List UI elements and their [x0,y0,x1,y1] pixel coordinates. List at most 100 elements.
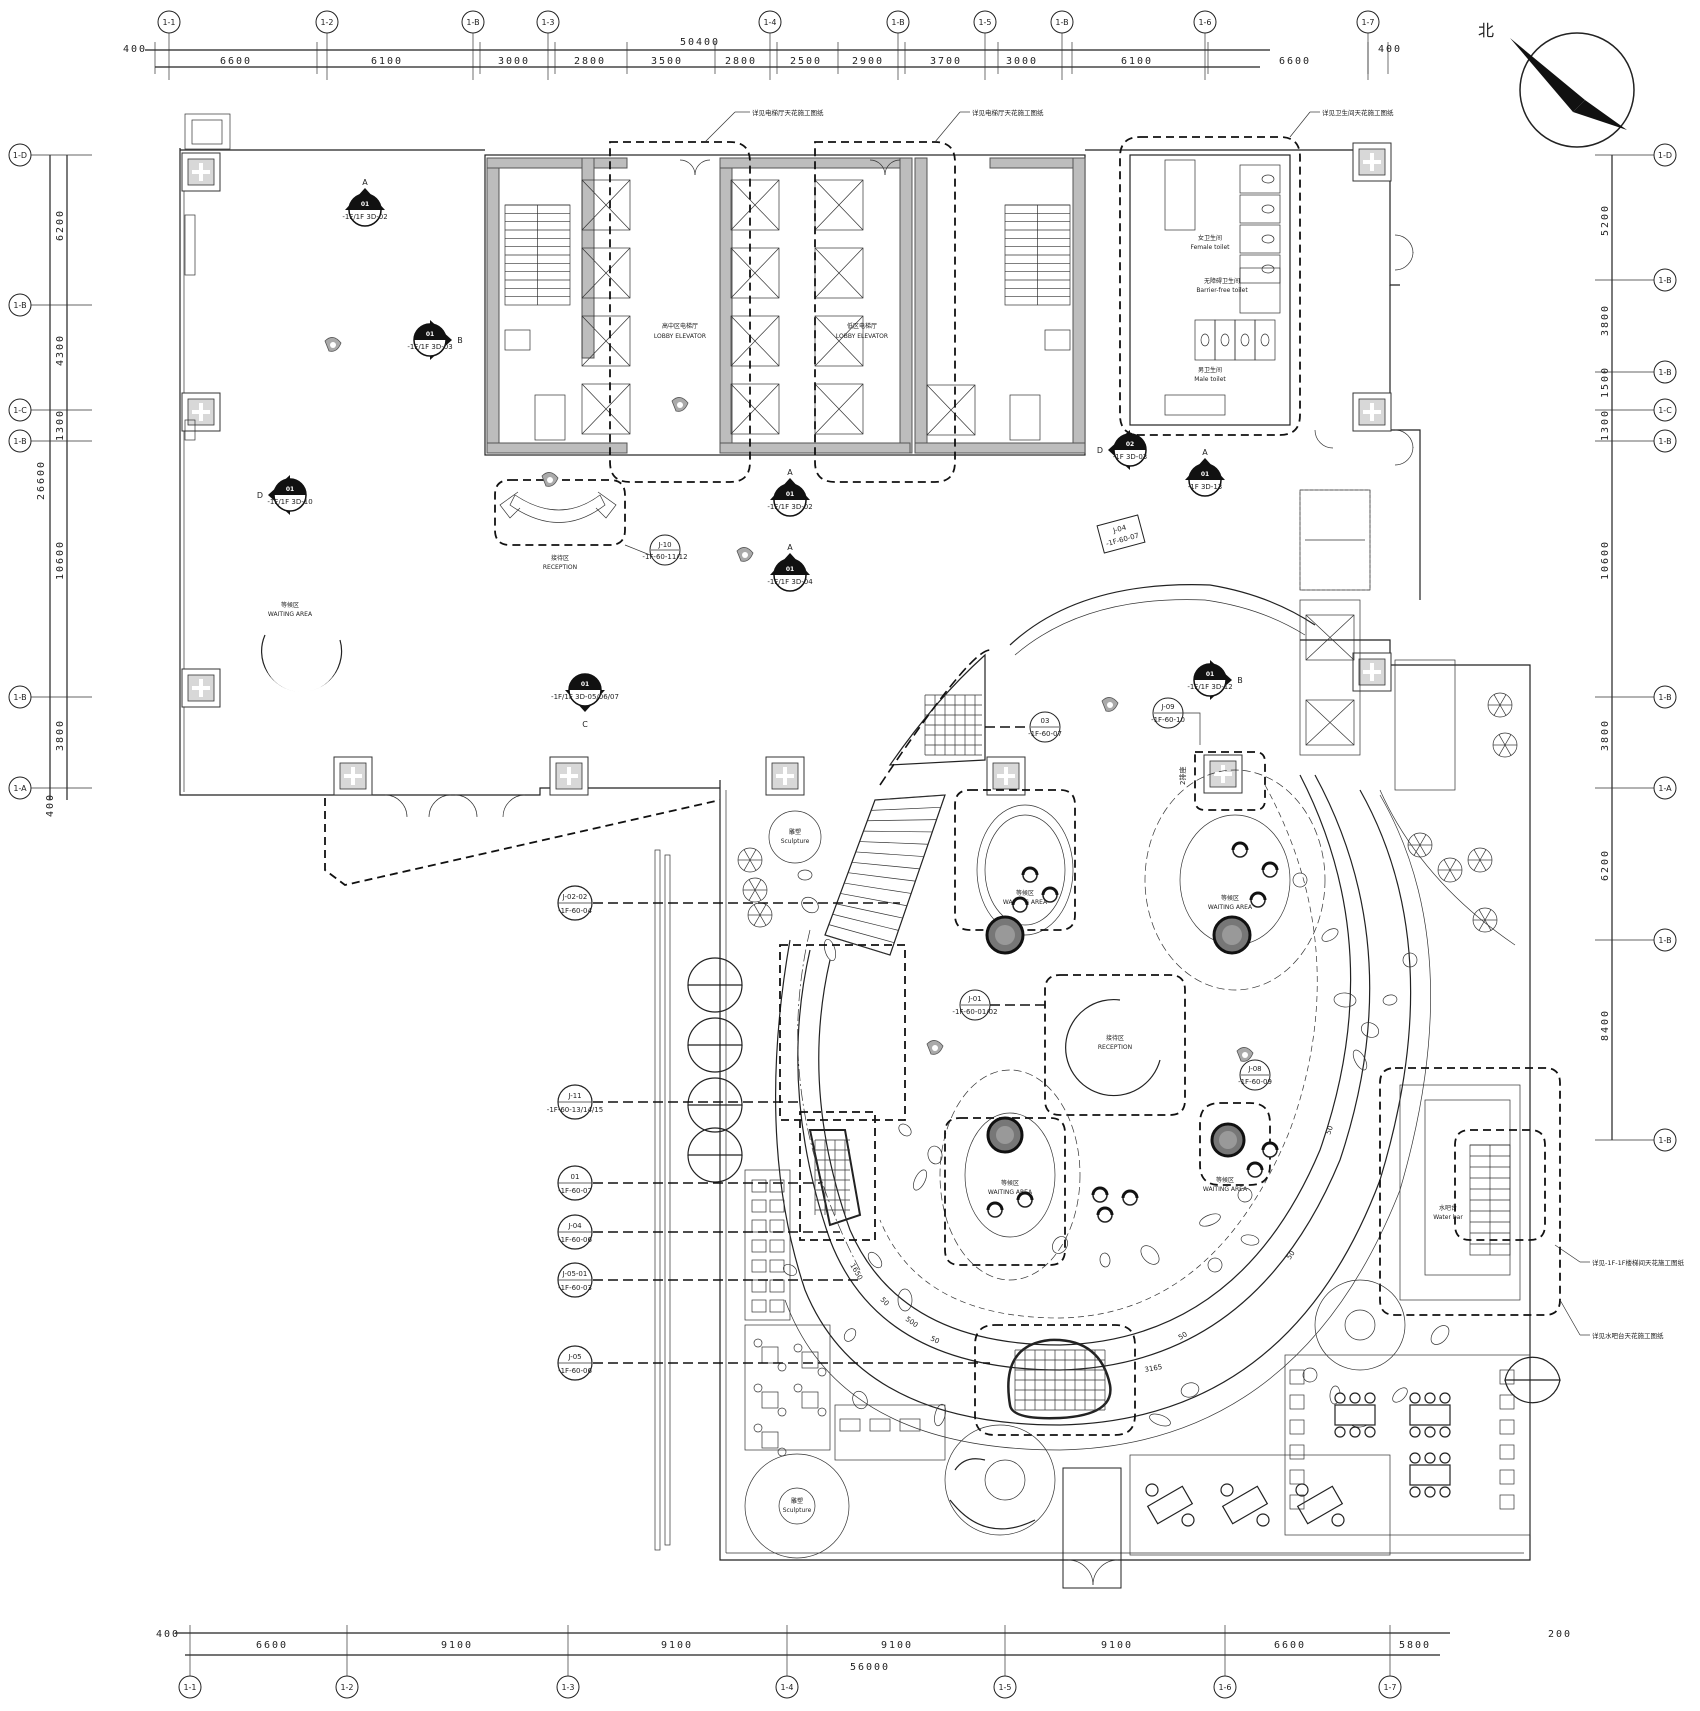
column-9 [1352,652,1392,692]
stair-left [504,204,571,441]
reception-2-en: RECEPTION [1098,1044,1132,1051]
column-3 [333,756,373,796]
svg-text:1-B: 1-B [891,18,904,27]
section-mark-letter-6: D [1097,446,1103,455]
lobby-elevator-1-label: 高中区电梯厅 [662,322,698,330]
section-mark-ref-5: -1F/1F 3D-04 [767,578,813,586]
column-6 [986,756,1026,796]
top-dim-0: 400 [123,44,147,55]
elevator-shaft-7 [730,383,780,435]
structural-columns [181,142,1392,796]
right-dimensions: 5200 3800 1500 1300 10600 3800 6200 8400 [1600,155,1613,1140]
svg-text:1-6: 1-6 [1218,1683,1231,1692]
bottom-dim-0: 400 [156,1629,180,1640]
callout-plan-0-ref: -1F-60-11/12 [642,553,687,561]
section-mark-ref-6: -1F 3D-03 [1113,453,1148,461]
top-grid-bubble-4: 1-4 [758,10,782,34]
callout-left-id-0: J-02-02 [562,893,588,901]
right-dim-5: 3800 [1600,719,1611,751]
floor-marker-3 [1101,697,1119,712]
top-grid-bubble-8: 1-6 [1193,10,1217,34]
column-4 [549,756,589,796]
sculpture-2-en: Sculpture [783,1507,812,1514]
right-grid-bubble-7: 1-B [1653,928,1677,952]
callout-left-4: J-05-01 -1F-60-03 [557,1262,860,1298]
right-dim-1: 3800 [1600,304,1611,336]
sculpture-2-label: 雕塑 [791,1497,803,1505]
svg-text:1-B: 1-B [1658,276,1671,285]
svg-text:1-B: 1-B [1055,18,1068,27]
callout-plan-3-ref: -1F-60-10 [1151,716,1185,724]
svg-text:1-2: 1-2 [320,18,333,27]
right-dim-7: 8400 [1600,1009,1611,1041]
tree-2 [1407,832,1433,858]
right-grid-bubble-4: 1-B [1653,429,1677,453]
note-toilet: 详见卫生间天花施工图纸 [1322,108,1394,117]
svg-text:1-B: 1-B [1658,1136,1671,1145]
callouts-left: J-02-02-1F-60-04J-11-1F-60-13/14/1501-1F… [547,885,990,1381]
left-dim-3: 10600 [55,540,66,580]
svg-text:1-1: 1-1 [162,18,175,27]
left-grid-bubble-1: 1-B [8,293,32,317]
right-grid-bubble-5: 1-B [1653,685,1677,709]
section-mark-ref-2: -1F/1F 3D-10 [267,498,312,506]
elevator-shaft-12 [926,384,976,436]
bottom-total-dim: 56000 [850,1662,890,1673]
svg-text:1-D: 1-D [13,151,27,160]
section-mark-ref-4: -1F/1F 3D-02 [767,503,812,511]
right-grid-bubble-1: 1-B [1653,268,1677,292]
elevator-shaft-1 [581,247,631,299]
top-dim-8: 2900 [852,56,884,67]
top-dim-13: 400 [1378,44,1402,55]
section-mark-letter-0: A [362,178,368,187]
reception-2-label: 接待区 [1106,1034,1124,1042]
left-dim-0: 6200 [55,209,66,241]
floor-marker-6 [541,472,559,487]
left-dim-4: 3800 [55,719,66,751]
elevator-shaft-2 [581,315,631,367]
reception-1-label: 接待区 [551,554,569,562]
section-mark-4: 01-1F/1F 3D-02A [767,468,813,517]
top-total-dim: 50400 [680,37,720,48]
floor-marker-0 [324,337,342,352]
floor-marker-4 [926,1040,944,1055]
section-mark-8: 01-1F/1F 3D-12B [1187,660,1243,700]
section-mark-letter-3: C [582,720,588,729]
bottom-dim-4: 9100 [881,1640,913,1651]
entrance-doors [384,794,526,818]
section-mark-num-2: 01 [286,486,294,493]
right-dim-6: 6200 [1600,849,1611,881]
ramp-dim-2: 50 [879,1296,891,1308]
right-dim-0: 5200 [1600,204,1611,236]
top-grid-bubble-6: 1-5 [973,10,997,34]
right-grid-bubble-2: 1-B [1653,360,1677,384]
floor-marker-5 [1236,1047,1254,1062]
reception-1-en: RECEPTION [543,564,577,571]
callout-left-ref-5: -1F-60-06 [558,1367,592,1375]
svg-text:1-A: 1-A [1658,784,1672,793]
waiting-areas: 等候区 WAITING AREA 等候区 WAITING AREA 接待区 RE… [783,769,1450,1428]
section-mark-0: 01-1F/1F 3D-02A [342,178,388,227]
right-grid-bubble-0: 1-D [1653,143,1677,167]
svg-text:1-A: 1-A [13,784,27,793]
left-dimensions: 26600 6200 4300 1300 10600 3800 400 [36,155,68,817]
elevator-shaft-5 [730,247,780,299]
callout-left-id-4: J-05-01 [562,1270,588,1278]
left-dim-5: 400 [45,793,56,817]
top-dim-6: 2800 [725,56,757,67]
section-mark-num-4: 01 [786,491,794,498]
ramp-dim-5: 50 [1285,1249,1297,1261]
section-mark-num-7: 01 [1201,471,1209,478]
sculpture-1-label: 雕塑 [789,828,801,836]
section-mark-ref-3: -1F/1F 3D-05/06/07 [551,693,619,701]
waiting-3-en: WAITING AREA [1208,904,1253,911]
section-mark-num-8: 01 [1206,671,1214,678]
svg-text:1-C: 1-C [13,406,27,415]
callout-left-1: J-11-1F-60-13/14/15 [547,1084,800,1120]
lobby-elevator-1-en: LOBBY ELEVATOR [654,333,706,340]
left-grid-bubble-0: 1-D [8,143,32,167]
column-10 [1203,754,1243,794]
callout-left-ref-4: -1F-60-03 [558,1284,592,1292]
